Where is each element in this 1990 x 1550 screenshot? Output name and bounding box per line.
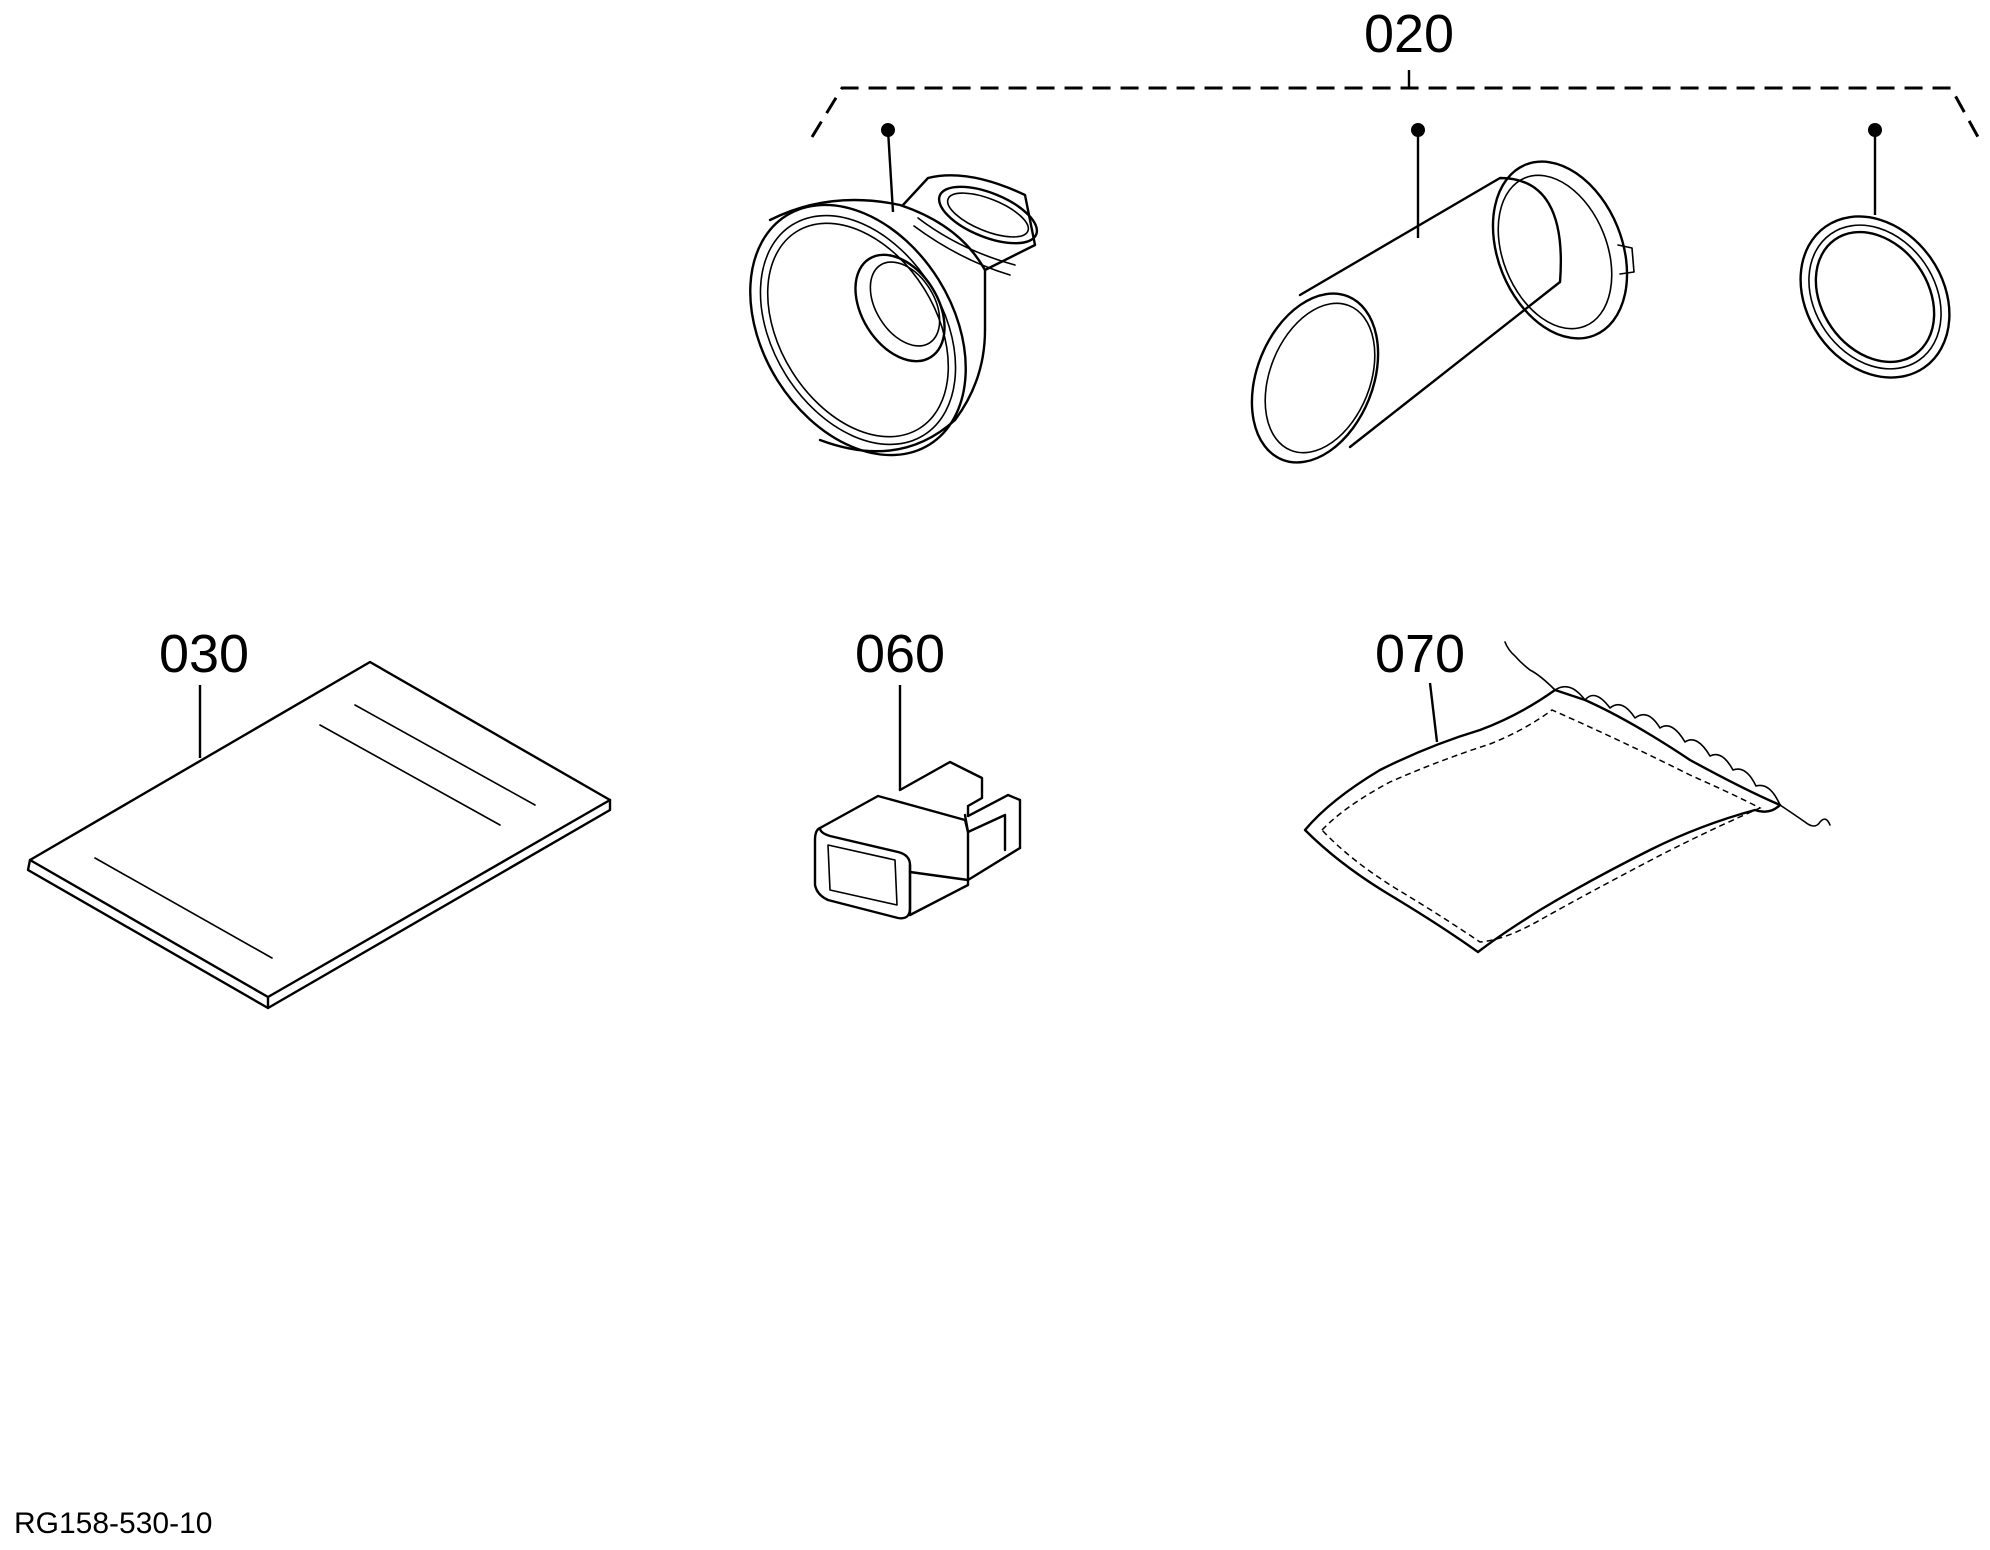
callout-070-group: 070 <box>1303 624 1831 954</box>
part-funnel-adapter <box>749 174 1039 457</box>
callout-030-label[interactable]: 030 <box>159 624 249 684</box>
part-o-ring <box>1799 215 1951 379</box>
part-cloth-bag <box>1303 641 1831 954</box>
leader-line <box>886 129 895 213</box>
callout-020-group: 020 <box>810 4 1980 238</box>
callout-060-label[interactable]: 060 <box>855 624 945 684</box>
leader-line <box>1428 682 1439 743</box>
callout-020-label[interactable]: 020 <box>1364 4 1454 64</box>
callout-060-group: 060 <box>813 624 1022 920</box>
drawing-code: RG158-530-10 <box>14 1507 212 1540</box>
part-manual-booklet <box>26 660 612 1010</box>
group-bracket <box>810 86 1980 138</box>
part-sleeve-tube <box>1250 160 1635 464</box>
part-connector-cap <box>813 760 1022 920</box>
callout-030-group: 030 <box>26 624 612 1010</box>
callout-070-label[interactable]: 070 <box>1375 624 1465 684</box>
